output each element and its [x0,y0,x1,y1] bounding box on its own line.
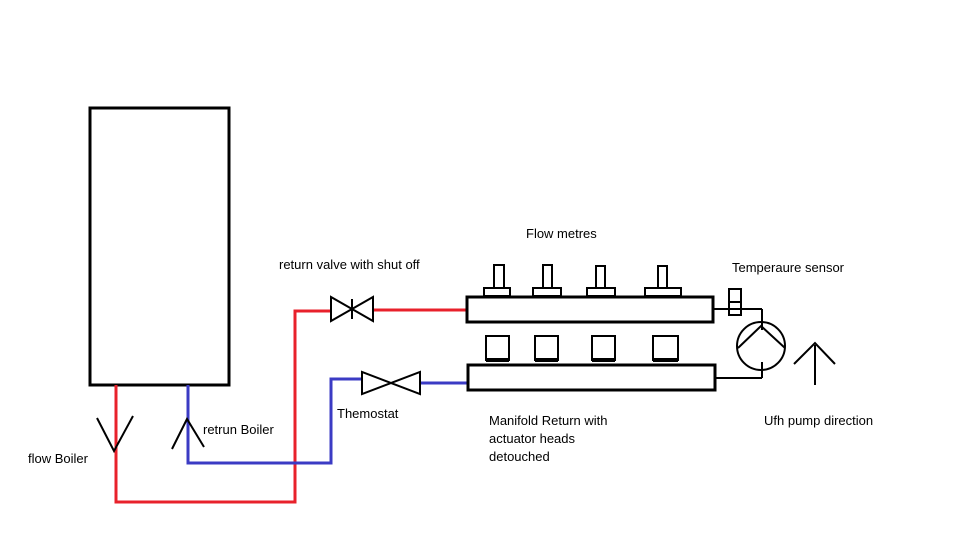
return-direction-arrow-icon [171,416,205,450]
flow-metres-label: Flow metres [526,226,597,241]
actuator-port [591,335,616,361]
flow-boiler-label: flow Boiler [28,451,88,466]
flow-metre-icon [483,264,511,297]
boiler [88,106,231,387]
return-valve-label: return valve with shut off [279,257,420,272]
flow-pipe [114,309,331,504]
actuator-port [652,335,679,361]
ufh-pump-direction-label: Ufh pump direction [764,413,874,428]
thermostat-label: Themostat [337,406,399,421]
pump-icon [736,321,786,371]
pump-direction-arrow-icon [793,341,836,385]
manifold-return-label: Manifold Return with actuator heads deto… [489,413,608,464]
retrun-boiler-label: retrun Boiler [203,422,274,437]
actuator-port [485,335,510,361]
return-pipe [186,377,362,465]
flow-metre-icon [644,265,682,297]
temperature-sensor-icon [728,288,742,316]
flow-manifold [465,295,715,324]
return-valve-icon [330,295,374,323]
flow-metre-icon [586,265,616,297]
thermostat-valve-icon [361,370,421,396]
flow-direction-arrow-icon [96,415,134,454]
actuator-port [534,335,559,361]
flow-metre-icon [532,264,562,297]
return-manifold [466,363,717,392]
temperature-sensor-label: Temperaure sensor [732,260,844,275]
